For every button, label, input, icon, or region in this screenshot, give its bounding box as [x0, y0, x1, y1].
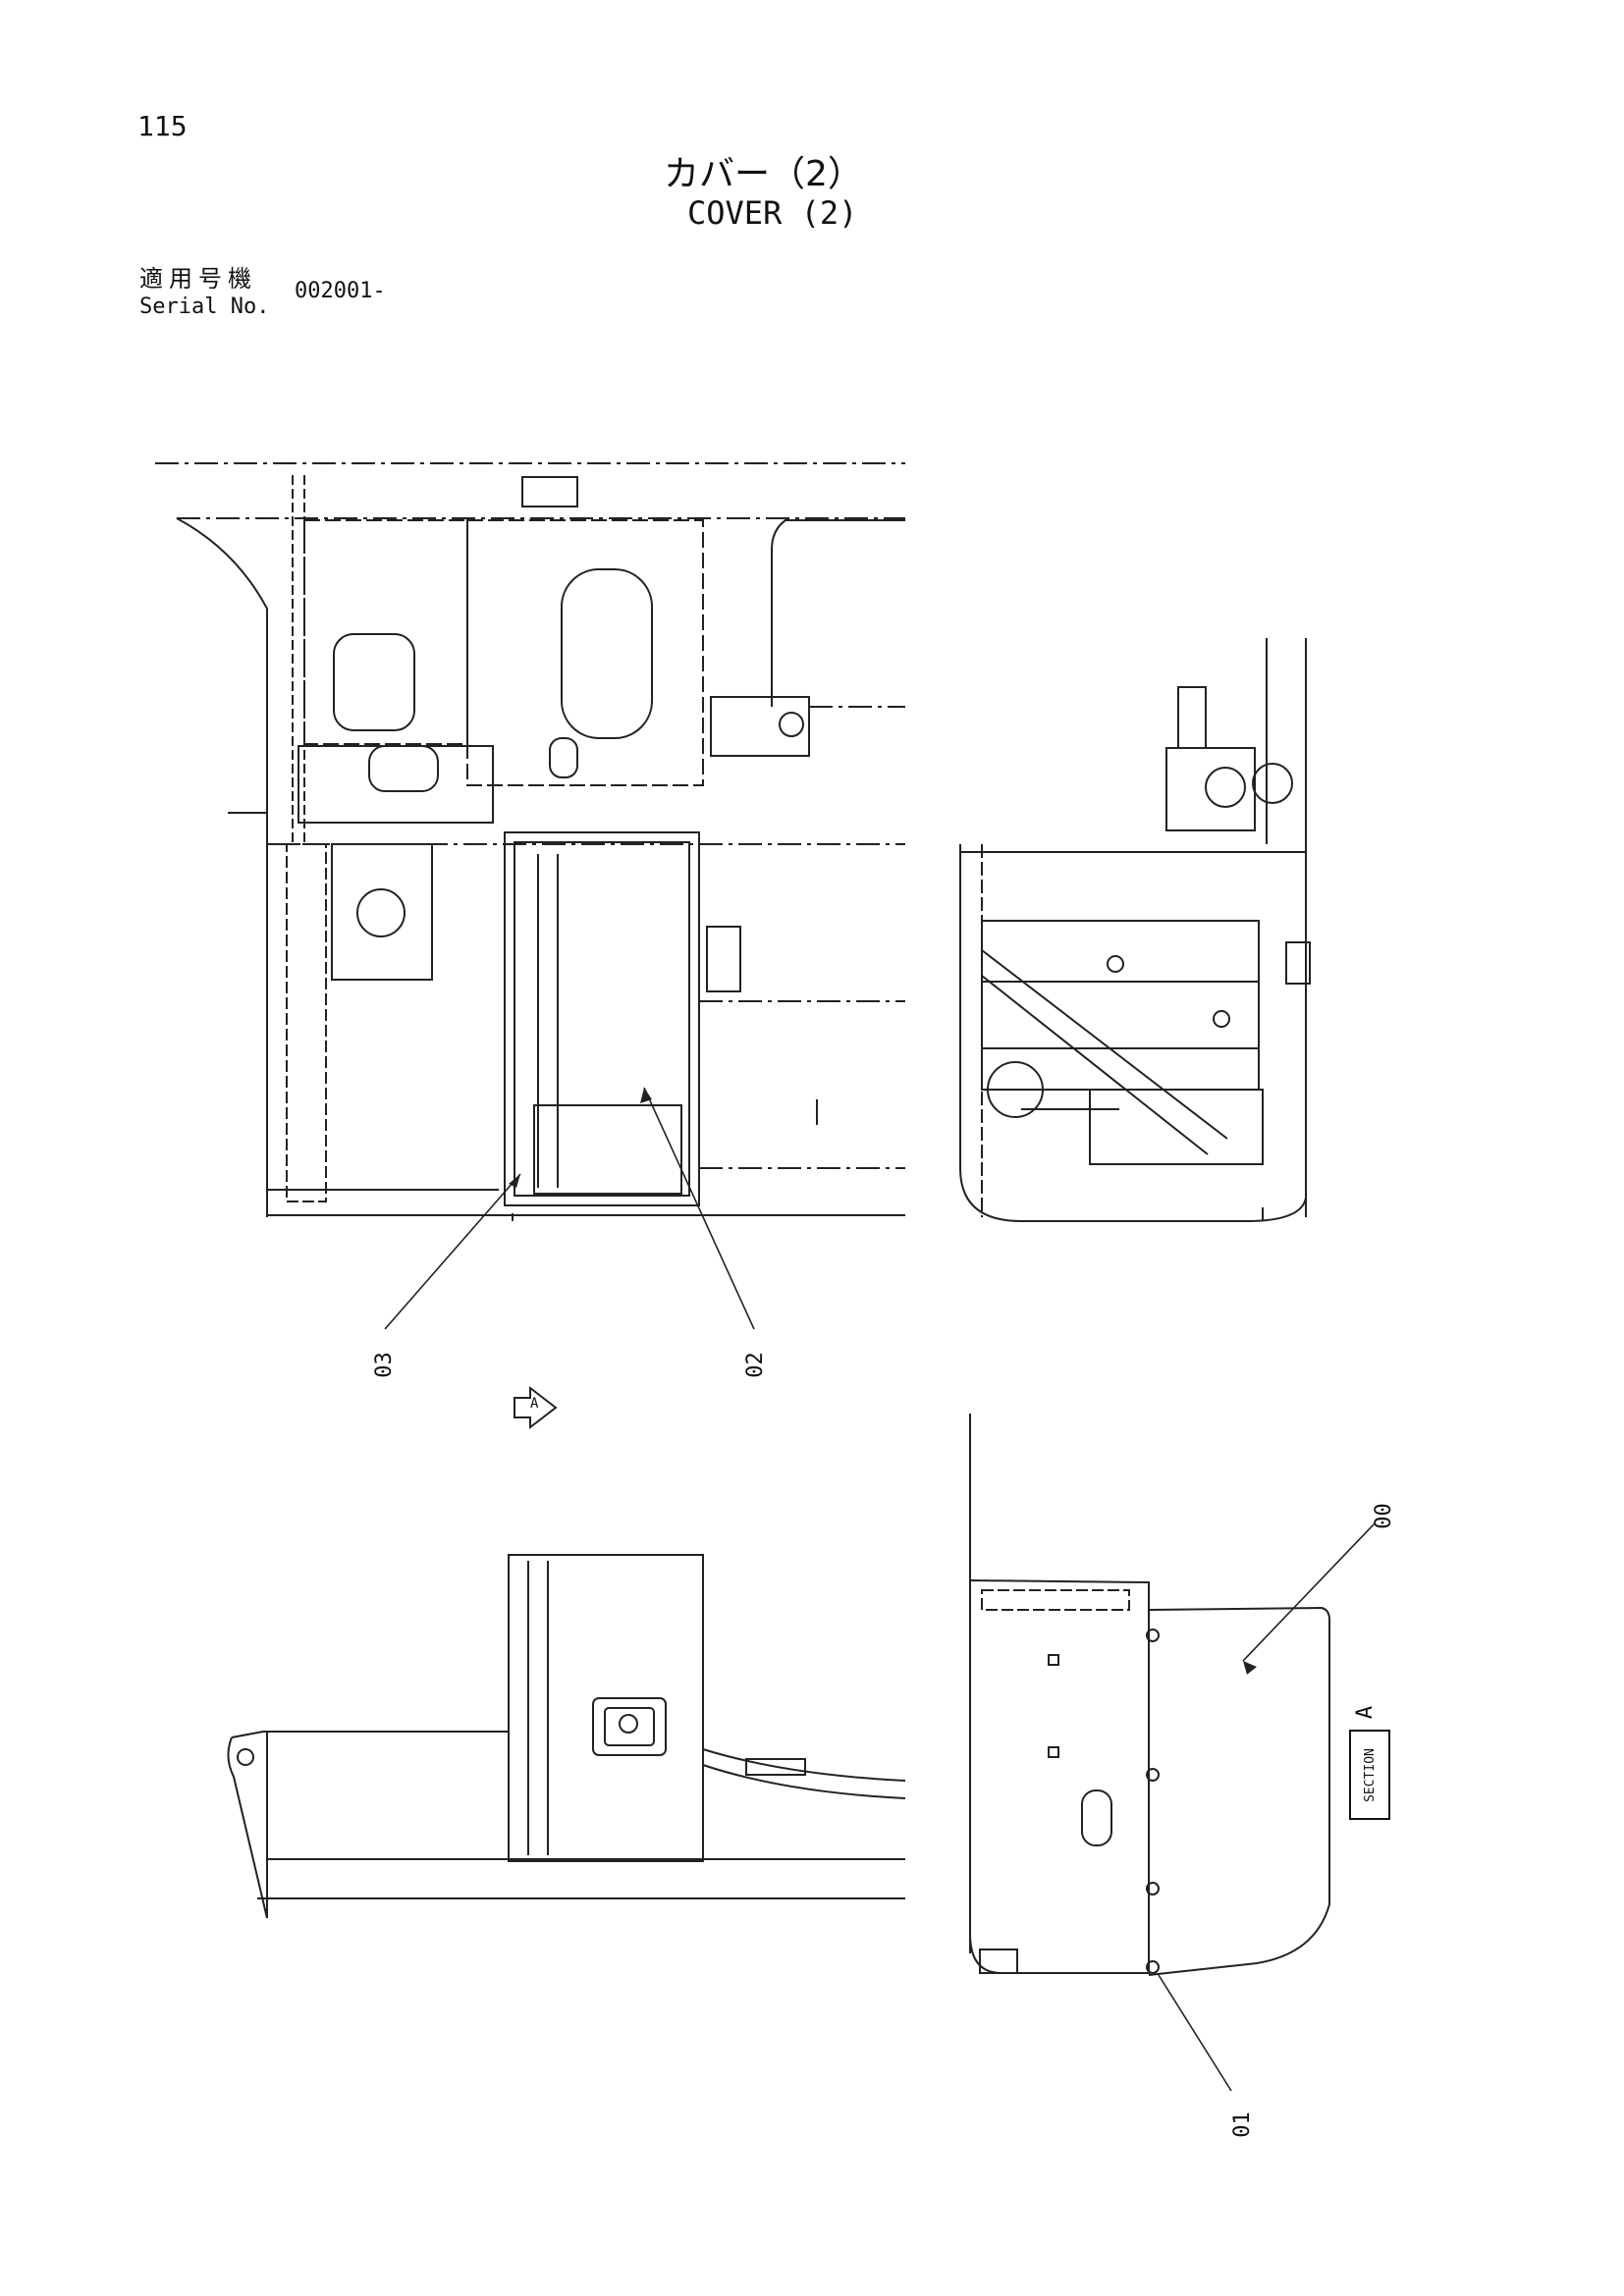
callout-01: 01: [1229, 2111, 1255, 2138]
page-title-english: COVER (2): [687, 194, 858, 232]
callout-03: 03: [371, 1352, 397, 1378]
serial-label-english: Serial No.: [139, 294, 270, 319]
view-arrow-letter: A: [530, 1396, 539, 1412]
leader-01: [1158, 1974, 1232, 2092]
callout-00: 00: [1371, 1503, 1396, 1529]
bottom-right-view: [969, 1414, 1330, 1976]
section-label-letter: A: [1353, 1705, 1379, 1720]
leader-lines: [384, 1087, 1376, 2092]
top-right-view: [959, 638, 1311, 1222]
leader-02: [643, 1087, 755, 1330]
top-left-view: [155, 462, 905, 1221]
serial-label-japanese: 適用号機: [139, 265, 257, 293]
page-number: 115: [137, 110, 188, 142]
view-arrow-icon: [514, 1385, 558, 1430]
section-label-box: SECTION: [1349, 1730, 1390, 1820]
callout-02: 02: [742, 1352, 768, 1378]
serial-number-value: 002001-: [295, 279, 386, 303]
leader-03: [384, 1173, 521, 1330]
section-label-text: SECTION: [1362, 1747, 1378, 1802]
page-title-japanese: カバー（2）: [664, 154, 863, 194]
bottom-left-view: [227, 1554, 906, 1919]
leader-00: [1242, 1522, 1376, 1662]
